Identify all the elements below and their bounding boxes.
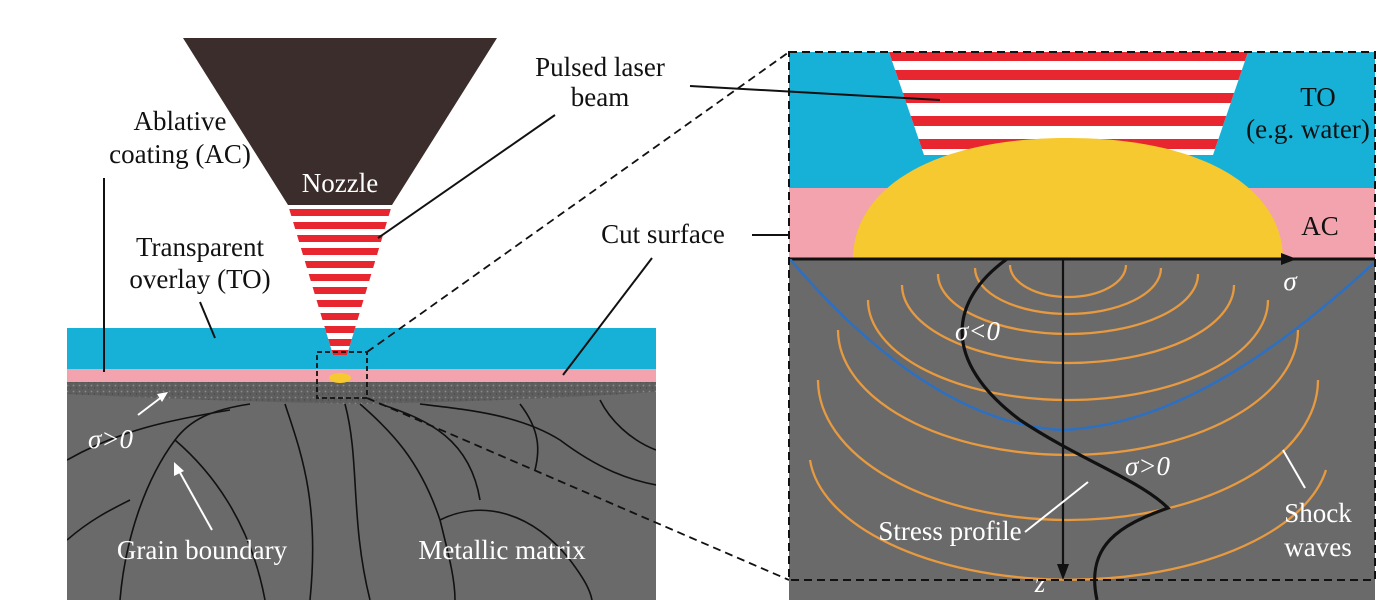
label-pulsed-laser-1: Pulsed laser	[535, 52, 665, 82]
label-z-axis: z	[1034, 568, 1046, 598]
label-grain-boundary: Grain boundary	[117, 535, 288, 565]
ablative-coating-layer	[67, 369, 656, 382]
label-cut-surface: Cut surface	[601, 219, 725, 249]
zoom-box	[316, 351, 368, 399]
metallic-matrix-region	[67, 378, 656, 600]
label-transparent-2: overlay (TO)	[129, 264, 270, 294]
shock-waves	[808, 264, 1328, 581]
label-shock-1: Shock	[1284, 498, 1352, 528]
leader-beam	[689, 85, 941, 101]
plasma-dome	[853, 138, 1283, 259]
grain-boundaries	[67, 399, 656, 600]
label-ac: AC	[1301, 211, 1339, 241]
leader-pulsed-laser	[377, 114, 556, 239]
transparent-overlay-layer	[67, 328, 656, 369]
arrow-sigma-left-shaft	[137, 395, 164, 416]
leader-transparent	[199, 301, 216, 339]
label-nozzle: Nozzle	[302, 168, 378, 198]
grain-refined-layer	[67, 378, 656, 404]
label-pulsed-laser-2: beam	[571, 82, 629, 112]
plasma-spot	[329, 373, 351, 383]
label-sigma-gt0-left: σ>0	[88, 424, 134, 454]
sigma-axis-arrow	[1281, 253, 1297, 265]
label-to: TO	[1300, 82, 1336, 112]
label-sigma-gt0-right: σ>0	[1125, 451, 1171, 481]
zoom-connector-top	[366, 51, 790, 353]
arrow-grain-shaft	[177, 468, 213, 531]
label-metallic-matrix: Metallic matrix	[418, 535, 586, 565]
stress-profile-curve	[960, 259, 1171, 600]
label-ablative-2: coating (AC)	[109, 139, 251, 169]
label-stress-profile: Stress profile	[878, 516, 1021, 546]
leader-stress-profile	[1024, 481, 1089, 533]
nozzle	[183, 38, 497, 205]
arrow-sigma-left-head	[157, 392, 168, 402]
label-sigma-axis: σ	[1283, 266, 1298, 296]
leader-shock-waves	[1282, 449, 1306, 489]
arrow-grain-head	[174, 462, 184, 476]
label-transparent-1: Transparent	[136, 232, 264, 262]
zoom-laser-beam	[889, 52, 1248, 155]
label-to-example: (e.g. water)	[1246, 114, 1370, 144]
zoom-connector-bottom	[366, 397, 790, 581]
label-sigma-lt0: σ<0	[955, 316, 1001, 346]
label-shock-2: waves	[1284, 532, 1351, 562]
label-ablative-1: Ablative	[134, 106, 227, 136]
leader-cut-surface-left	[562, 257, 653, 376]
zoom-panel-frame	[788, 51, 1376, 581]
z-axis-arrow	[1057, 564, 1069, 580]
